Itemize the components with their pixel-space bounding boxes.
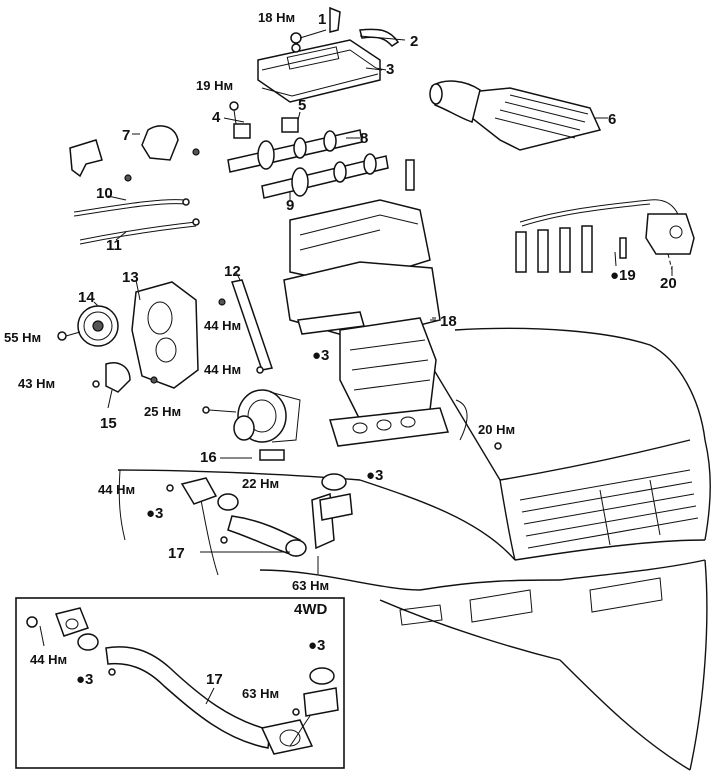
stud-bolt — [405, 159, 415, 191]
bracket-7 — [141, 125, 179, 161]
gasket-ring-a — [217, 493, 239, 511]
part-label-12: 12 — [224, 263, 241, 280]
inset-mark-3-left: ●3 — [76, 671, 93, 688]
part-label-17: 17 — [168, 545, 185, 562]
part-label-8: 8 — [360, 130, 368, 147]
part-label-20: 20 — [660, 275, 677, 292]
torque-20: 20 Нм — [478, 422, 515, 437]
part-label-16: 16 — [200, 449, 217, 466]
part-label-2: 2 — [410, 33, 418, 50]
part-label-18: 18 — [440, 313, 457, 330]
part-label-6: 6 — [608, 111, 616, 128]
torque-44-pipe: 44 Нм — [98, 482, 135, 497]
part-label-10: 10 — [96, 185, 113, 202]
fog-lamp-right — [589, 577, 663, 613]
vehicle-front-body — [117, 327, 711, 771]
torque-43: 43 Нм — [18, 376, 55, 391]
part-label-4: 4 — [212, 109, 221, 126]
engine-block — [339, 317, 437, 421]
ignition-wires — [515, 199, 695, 273]
gasket-ring-b — [321, 473, 347, 491]
mark-3-pipe: ●3 — [146, 505, 163, 522]
mark-3-exhaust: ●3 — [366, 467, 383, 484]
control-cables — [73, 198, 200, 245]
cam-bearing-cap-5 — [281, 117, 299, 133]
cylinder-head — [289, 199, 431, 286]
part-label-7: 7 — [122, 127, 130, 144]
cover-nut — [290, 32, 302, 44]
oil-filler-cap — [329, 6, 341, 33]
cylinder-head-cover-group — [257, 6, 406, 103]
camshaft-group — [69, 101, 415, 199]
exhaust-gasket — [329, 407, 450, 447]
torque-18: 18 Нм — [258, 10, 295, 25]
fog-lamp-left — [469, 589, 533, 623]
timing-belt-group — [57, 281, 199, 393]
o-ring-19 — [619, 237, 627, 259]
part-label-13: 13 — [122, 269, 139, 286]
inset-4wd: 4WD 17 44 Нм 63 Нм ●3 ●3 — [15, 597, 345, 769]
cylinder-head-block — [283, 199, 468, 447]
torque-19: 19 Нм — [196, 78, 233, 93]
torque-25: 25 Нм — [144, 404, 181, 419]
bracket-rod-12 — [218, 279, 273, 374]
inset-torque-44: 44 Нм — [30, 652, 67, 667]
torque-63: 63 Нм — [292, 578, 329, 593]
alternator — [202, 389, 301, 461]
mark-3-manifold: ●3 — [312, 347, 329, 364]
replace-marks: ●3 ●3 ●3 — [146, 347, 383, 522]
torque-55: 55 Нм — [4, 330, 41, 345]
front-exhaust-pipe — [166, 442, 502, 557]
inset-title: 4WD — [294, 601, 328, 618]
part-label-19: ●19 — [610, 267, 636, 284]
part-label-14: 14 — [78, 289, 95, 306]
timing-belt-cover — [131, 281, 199, 389]
inset-part-label-17: 17 — [206, 671, 223, 688]
leader-lines — [93, 67, 673, 574]
torque-44-upper: 44 Нм — [204, 318, 241, 333]
inset-exhaust-pipe — [26, 607, 339, 755]
engine-hanger — [69, 139, 103, 178]
part-label-3: 3 — [386, 61, 394, 78]
part-number-labels: 1 2 3 4 5 6 7 8 9 10 11 12 13 14 15 16 1… — [78, 11, 677, 562]
part-label-11: 11 — [106, 237, 122, 254]
torque-44-lower: 44 Нм — [204, 362, 241, 377]
part-label-1: 1 — [318, 11, 326, 28]
part-label-5: 5 — [298, 97, 306, 114]
inset-mark-3-right: ●3 — [308, 637, 325, 654]
cam-bearing-cap-4 — [233, 123, 251, 139]
grille — [519, 469, 699, 549]
cylinder-head-cover — [257, 39, 381, 103]
part-label-9: 9 — [286, 197, 294, 214]
torque-labels: 18 Нм 19 Нм 44 Нм 44 Нм 55 Нм 43 Нм 25 Н… — [4, 10, 515, 593]
exhaust-flange-gasket — [180, 477, 218, 505]
pipe-flange — [319, 493, 353, 521]
torque-22: 22 Нм — [242, 476, 279, 491]
tensioner-15 — [105, 362, 131, 393]
inset-torque-63: 63 Нм — [242, 686, 279, 701]
air-intake-duct — [429, 80, 608, 151]
part-label-15: 15 — [100, 415, 117, 432]
manifold-gasket — [297, 311, 365, 335]
